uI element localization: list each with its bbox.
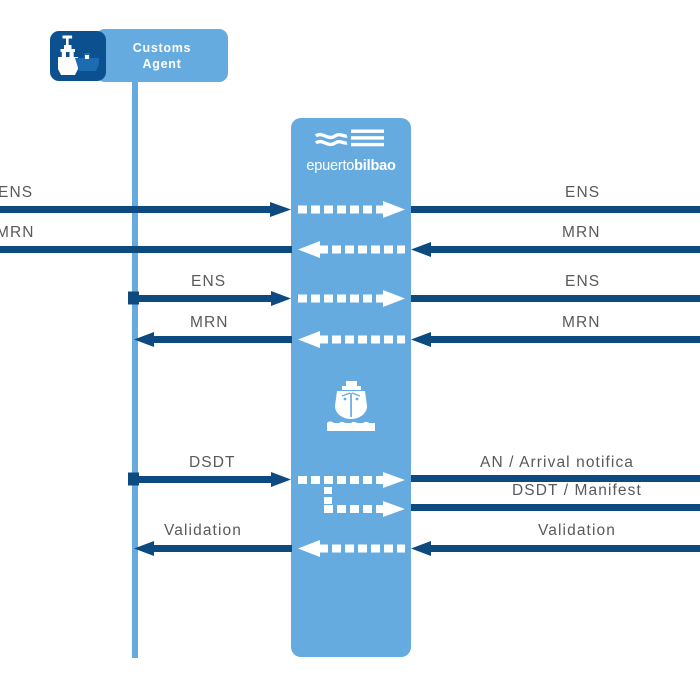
arrow-left-row-5 — [128, 469, 292, 491]
customs-agent-ship-icon — [50, 31, 106, 81]
arrow-left-row-1 — [0, 200, 292, 220]
label-right-row-3: ENS — [565, 273, 601, 290]
label-right-row-1: ENS — [565, 184, 601, 201]
arrow-center-row-3 — [298, 289, 406, 309]
arrow-center-row-2 — [296, 240, 406, 260]
actor-label: Customs Agent — [132, 40, 192, 71]
label-left-row-4: MRN — [190, 314, 229, 331]
label-left-row-2: MRN — [0, 224, 35, 241]
port-logo-text-bold: bilbao — [354, 158, 396, 174]
arrow-left-row-3 — [128, 288, 292, 310]
arrow-right-row-7 — [411, 539, 700, 559]
arrow-right-row-1 — [411, 200, 700, 220]
label-left-row-7: Validation — [164, 522, 242, 539]
arrow-right-row-6 — [411, 498, 700, 518]
label-left-row-5: DSDT — [189, 454, 236, 471]
arrow-center-row-1 — [298, 200, 406, 220]
arrow-center-row-5-branching — [298, 469, 406, 519]
label-right-row-7: Validation — [538, 522, 616, 539]
label-right-row-2: MRN — [562, 224, 601, 241]
label-right-row-4: MRN — [562, 314, 601, 331]
label-left-row-3: ENS — [191, 273, 227, 290]
arrow-right-row-2 — [411, 240, 700, 260]
epuertobilbao-logo: epuertobilbao — [291, 128, 411, 184]
actor-pill-background — [96, 29, 228, 82]
waves-and-lines-logo-mark — [314, 129, 384, 147]
port-logo-text-light: epuerto — [306, 158, 355, 174]
arrow-left-row-7 — [134, 539, 292, 559]
label-left-row-1: ENS — [0, 184, 34, 201]
actor-customs-agent[interactable]: Customs Agent — [50, 29, 228, 82]
actor-lifeline — [132, 82, 138, 658]
arrow-center-row-7 — [296, 539, 406, 559]
arrow-left-row-2 — [0, 240, 292, 260]
vessel-on-water-icon — [291, 378, 411, 434]
label-right-row-5: AN / Arrival notifica — [480, 454, 635, 471]
arrow-right-row-4 — [411, 330, 700, 350]
arrow-center-row-4 — [296, 330, 406, 350]
port-logo-text: epuertobilbao — [306, 158, 395, 174]
arrow-right-row-3 — [411, 289, 700, 309]
arrow-left-row-4 — [134, 330, 292, 350]
arrow-right-row-5 — [411, 469, 700, 489]
label-right-row-6: DSDT / Manifest — [512, 482, 642, 499]
